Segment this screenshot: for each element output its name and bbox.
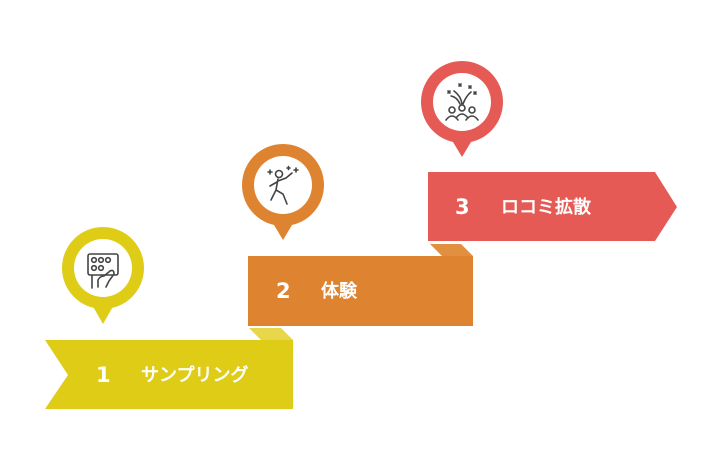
step-1: [45, 227, 293, 409]
dancing-person-icon: [267, 165, 299, 205]
step-1-banner: [45, 340, 293, 409]
step-1-number: 1: [96, 363, 111, 387]
step-3-number: 3: [455, 195, 470, 219]
step-2-fold: [430, 244, 473, 256]
step-2-number: 2: [276, 279, 291, 303]
step-3-banner: [428, 172, 677, 241]
tablet-touch-icon: [87, 253, 119, 289]
step-1-fold: [249, 328, 293, 340]
step-3: [421, 61, 677, 241]
step-3-label: ロコミ拡散: [501, 197, 591, 218]
step-3-pin: [421, 61, 503, 157]
step-2-banner: [248, 256, 473, 326]
step-2: [242, 144, 473, 326]
step-1-pin: [62, 227, 144, 324]
step-1-label: サンプリング: [141, 365, 249, 386]
step-2-label: 体験: [321, 281, 357, 302]
step-2-pin: [242, 144, 324, 240]
crowd-spreading-icon: [445, 83, 479, 121]
